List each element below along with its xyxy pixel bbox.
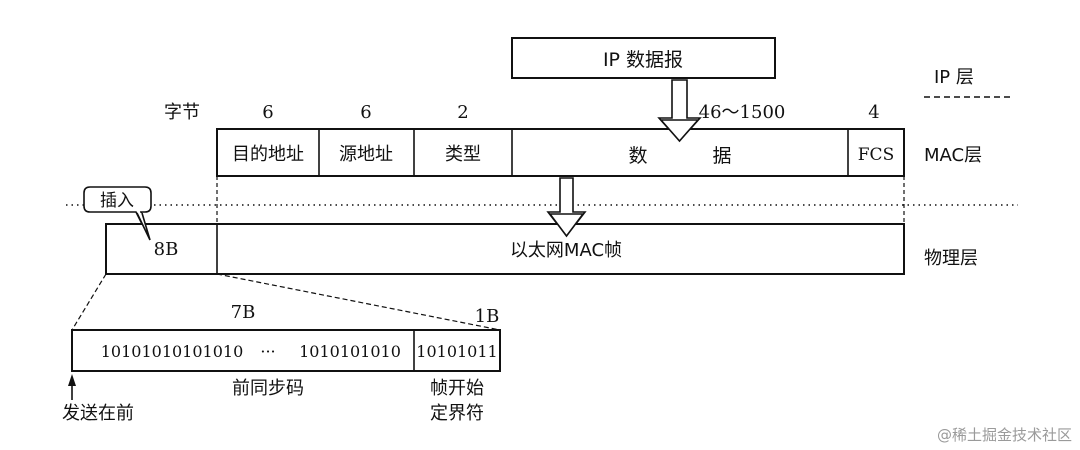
field-size-dest: 6 [262,102,273,123]
expand-line-left [71,273,107,331]
preamble-detail-box [71,329,501,372]
sfd-bits: 10101011 [416,342,497,361]
field-data-right: 据 [712,145,731,167]
send-first-label: 发送在前 [62,403,134,424]
insert-callout-pointer [136,212,151,241]
ip-datagram-label: IP 数据报 [603,49,683,71]
field-size-type: 2 [457,102,468,123]
sync-bits-ellipsis: ··· [260,342,275,361]
sync-bits-left: 10101010101010 [101,342,244,361]
ethernet-frame-label: 以太网MAC帧 [510,240,622,261]
field-size-src: 6 [360,102,371,123]
sync-code-label: 前同步码 [232,378,304,399]
sfd-label-line1: 帧开始 [430,378,484,399]
field-data-left: 数 [628,145,647,167]
watermark: @稀土掘金技术社区 [937,426,1072,444]
ip-to-mac-arrow-tip [659,119,700,143]
field-size-fcs: 4 [868,102,879,123]
mac-frame-box [216,128,905,177]
field-src-address: 源地址 [339,144,393,165]
send-first-arrow-head [68,374,76,386]
physical-layer-label: 物理层 [924,248,978,269]
field-dest-address: 目的地址 [232,144,304,165]
ip-layer-label: IP 层 [934,67,974,88]
sync-size-label: 7B [231,302,256,323]
bytes-label: 字节 [164,102,200,123]
sfd-size-label: 1B [475,306,500,327]
expand-line-right [216,273,501,331]
field-type: 类型 [445,144,481,165]
sfd-label-line2: 定界符 [430,403,484,424]
mac-to-physical-arrow-tip [548,213,585,238]
sync-bits-right: 1010101010 [299,342,401,361]
preamble-size-label: 8B [154,239,179,260]
field-size-data: 46～1500 [699,102,786,123]
insert-label: 插入 [100,191,134,211]
mac-layer-label: MAC层 [924,145,982,166]
field-fcs: FCS [858,145,894,165]
physical-frame-box [105,223,905,275]
ip-datagram-box [511,37,776,79]
